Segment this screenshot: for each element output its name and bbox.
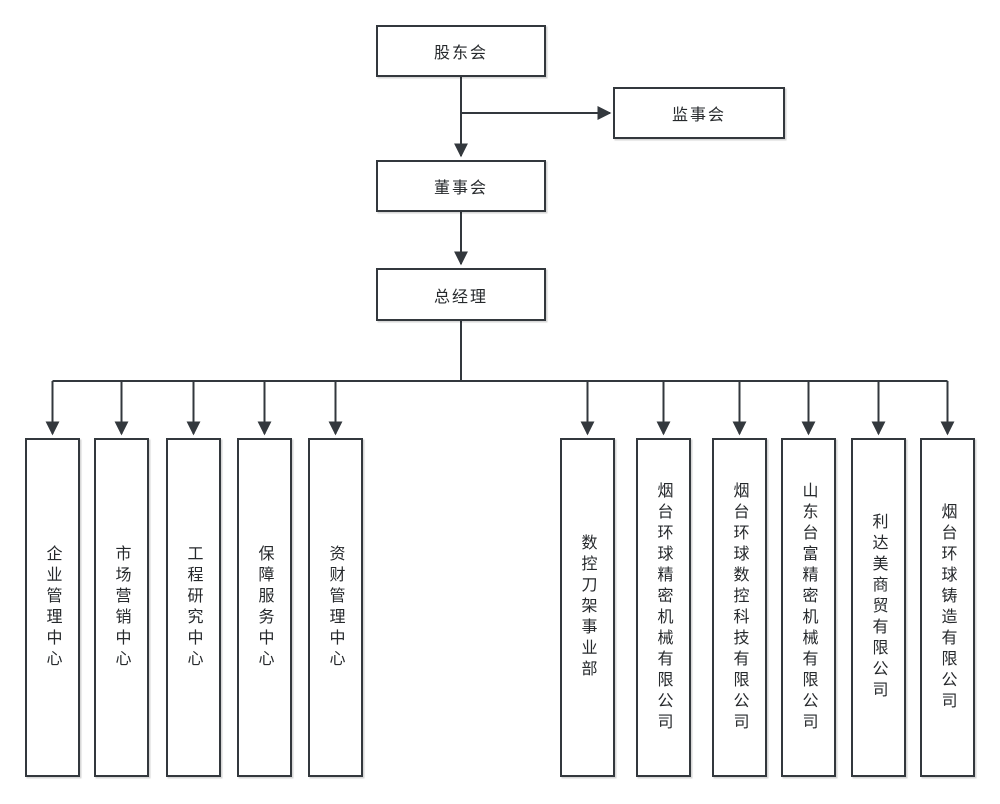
shandong-taifu-precision-machinery-label: 山东台富精密机械有限公司 (799, 481, 819, 734)
org-box-shandong-taifu-precision-machinery: 山东台富精密机械有限公司 (781, 438, 836, 777)
org-box-asset-management-center: 资财管理中心 (308, 438, 363, 777)
org-box-engineering-research-center: 工程研究中心 (166, 438, 221, 777)
yantai-universal-cnc-technology-label: 烟台环球数控科技有限公司 (730, 481, 750, 734)
supervisory-board-label: 监事会 (671, 105, 726, 124)
org-box-lidamei-trading: 利达美商贸有限公司 (851, 438, 906, 777)
org-box-shareholders-meeting: 股东会 (376, 25, 546, 77)
org-box-yantai-universal-precision-machinery: 烟台环球精密机械有限公司 (636, 438, 691, 777)
support-service-center-label: 保障服务中心 (255, 544, 275, 671)
shareholders-meeting-label: 股东会 (433, 43, 488, 62)
asset-management-center-label: 资财管理中心 (326, 544, 346, 671)
yantai-universal-foundry-label: 烟台环球铸造有限公司 (938, 502, 958, 713)
org-box-marketing-center: 市场营销中心 (94, 438, 149, 777)
org-box-board-of-directors: 董事会 (376, 160, 546, 212)
org-box-yantai-universal-cnc-technology: 烟台环球数控科技有限公司 (712, 438, 767, 777)
cnc-turret-division-label: 数控刀架事业部 (578, 534, 598, 681)
board-of-directors-label: 董事会 (433, 178, 488, 197)
org-box-support-service-center: 保障服务中心 (237, 438, 292, 777)
enterprise-management-center-label: 企业管理中心 (43, 544, 63, 671)
lidamei-trading-label: 利达美商贸有限公司 (869, 513, 889, 702)
general-manager-label: 总经理 (433, 286, 488, 306)
yantai-universal-precision-machinery-label: 烟台环球精密机械有限公司 (654, 481, 674, 734)
org-box-yantai-universal-foundry: 烟台环球铸造有限公司 (920, 438, 975, 777)
org-box-supervisory-board: 监事会 (613, 87, 785, 139)
org-box-general-manager: 总经理 (376, 268, 546, 321)
engineering-research-center-label: 工程研究中心 (184, 544, 204, 671)
org-box-cnc-turret-division: 数控刀架事业部 (560, 438, 615, 777)
org-box-enterprise-management-center: 企业管理中心 (25, 438, 80, 777)
marketing-center-label: 市场营销中心 (112, 544, 132, 671)
